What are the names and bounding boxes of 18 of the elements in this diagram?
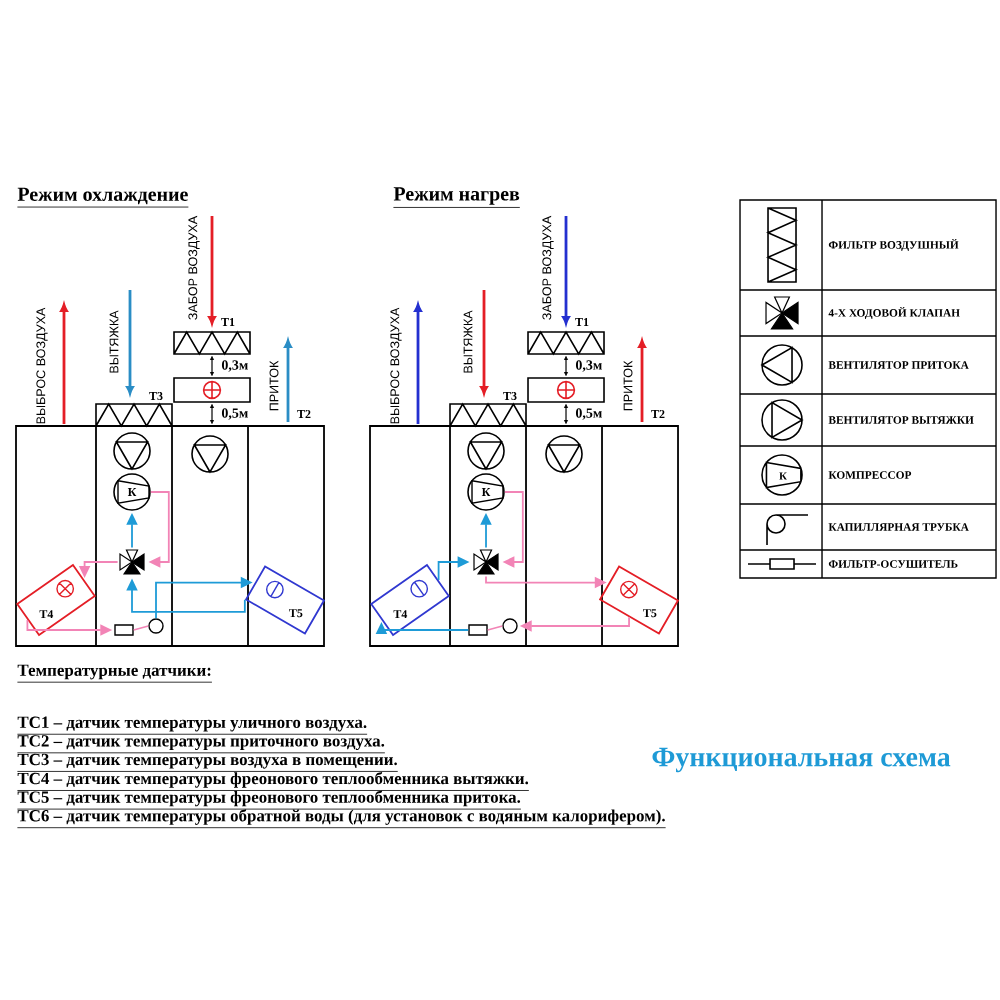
note-text: ТС1 – датчик температуры уличного воздуха. xyxy=(17,716,368,735)
note-text: ТС2 – датчик температуры приточного воздуха. xyxy=(17,735,386,754)
filter-dryer-symbol xyxy=(468,624,488,636)
note-text: Температурные датчики: xyxy=(17,664,213,683)
note-text: ТС6 – датчик температуры обратной воды (для установок с водяным калорифером). xyxy=(17,809,667,829)
note-text: ТС4 – датчик температуры фреонового теплообменника вытяжки. xyxy=(17,771,530,791)
diagram-title: Функциональная схема xyxy=(652,747,951,773)
filter-dryer-symbol xyxy=(114,624,134,636)
valve-symbol xyxy=(473,549,499,575)
note-text: ТС5 – датчик температуры фреонового теплообменника притока. xyxy=(17,790,522,810)
mode-heading: Режим нагрев xyxy=(393,187,521,208)
capillary-symbol xyxy=(148,618,164,634)
capillary-symbol xyxy=(502,618,518,634)
pipe-line xyxy=(132,625,150,631)
valve-symbol xyxy=(119,549,145,575)
mode-heading: Режим охлаждение xyxy=(17,187,189,208)
note-text: ТС3 – датчик температуры воздуха в помещении. xyxy=(17,753,399,772)
pipe-line xyxy=(486,625,504,631)
